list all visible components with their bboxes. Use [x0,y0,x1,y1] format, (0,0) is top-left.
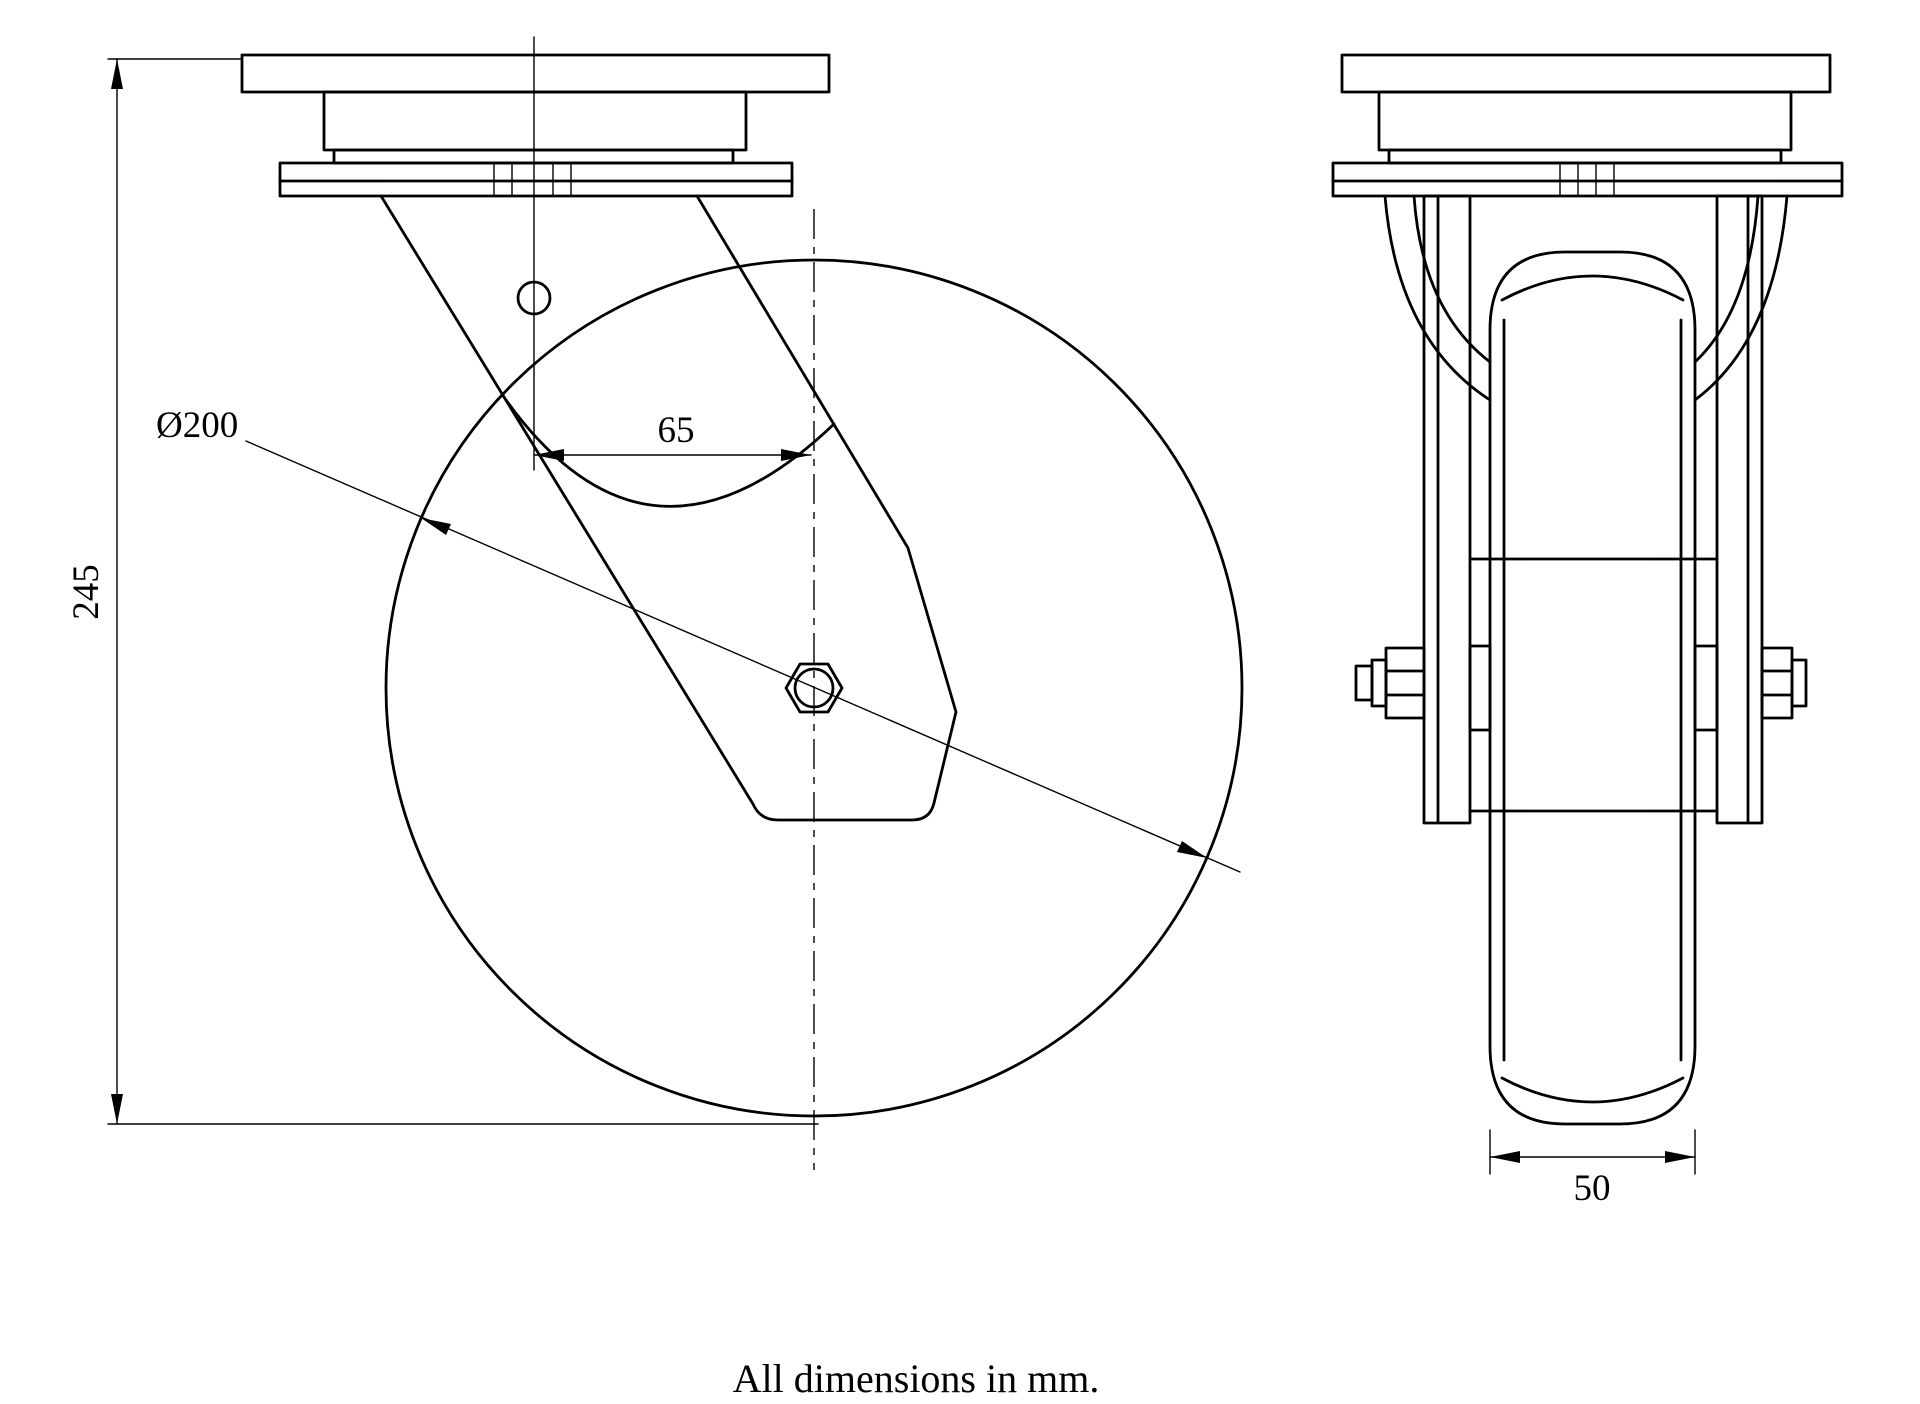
arrowhead-up [111,59,123,89]
offset-label: 65 [658,410,695,451]
wheel-diameter-label: Ø200 [156,405,238,446]
front-fork-leg [379,194,958,822]
axle-washer-left [1370,658,1388,708]
dimension-offset: 65 [533,410,812,461]
housing-curve-right-outer [1693,194,1789,402]
arrowhead-left [1490,1151,1520,1163]
axle-hex-nut [784,662,844,714]
arrowhead-down [111,1094,123,1124]
hub-spacer-left [1468,644,1492,732]
axle-nut-right [1760,646,1794,720]
wheel-width-label: 50 [1574,1168,1611,1209]
arrowhead-right [1665,1151,1695,1163]
side-swivel-plates [1331,161,1844,198]
overall-height-label: 245 [66,564,107,620]
side-view [1331,53,1844,1126]
hub-spacer-right [1693,644,1719,732]
axle-bolt-circle [793,667,835,709]
dimension-overall-height: 245 [66,58,819,1125]
side-fork-leg-left [1422,194,1472,825]
front-top-plate [240,53,831,94]
axle-nut-left [1384,646,1426,720]
arrowhead-left [534,449,564,461]
side-fork-leg-right [1715,194,1764,825]
dimensions: 245 65 Ø200 50 [66,58,1696,1209]
wheel-tread-top-arc [1500,274,1685,302]
wheel-profile [1488,250,1697,1126]
dimension-wheel-diameter: Ø200 [156,405,1241,873]
axle-washer-right [1790,658,1808,708]
housing-curve-right-inner [1693,194,1760,364]
arrowhead-right [781,449,811,461]
front-swivel-plates [278,161,794,198]
front-view [240,36,1244,1170]
diameter-leader-line [245,440,1241,873]
front-swivel-race-arc [504,398,836,508]
housing-curve-left-outer [1383,194,1492,402]
axle-bolt-tip [1354,664,1374,702]
fork-hole [516,280,552,316]
arrowhead-upper-left [421,518,451,535]
side-mount-block [1377,90,1793,152]
wheel-tread-bottom-arc [1500,1076,1685,1104]
arrowhead-lower-right [1177,841,1207,858]
drawing-caption: All dimensions in mm. [733,1356,1100,1401]
side-top-plate [1340,53,1832,94]
side-mount-step [1387,148,1783,165]
dimension-wheel-width: 50 [1489,1129,1696,1209]
front-mount-block [322,90,748,152]
